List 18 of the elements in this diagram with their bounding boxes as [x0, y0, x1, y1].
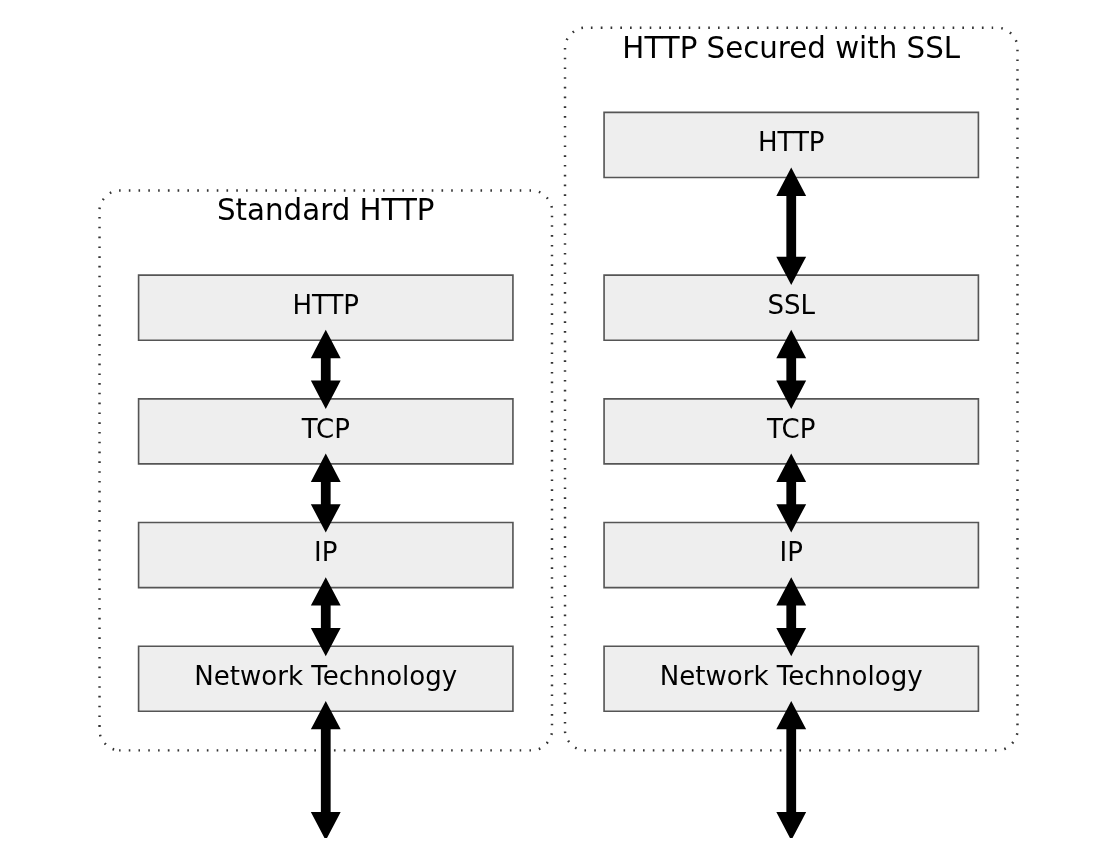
- arrow: [776, 329, 807, 409]
- node-box: SSL: [603, 274, 980, 342]
- node-box: IP: [603, 521, 980, 589]
- node-box: Network Technology: [137, 645, 514, 713]
- arrow: [310, 453, 341, 533]
- arrow: [310, 577, 341, 657]
- node-box: Network Technology: [603, 645, 980, 713]
- arrow: [776, 453, 807, 533]
- node-box: TCP: [137, 398, 514, 465]
- arrow: [776, 577, 807, 657]
- node-box: IP: [137, 521, 514, 589]
- arrow: [310, 700, 341, 838]
- arrow: [776, 167, 807, 286]
- arrow: [310, 329, 341, 409]
- node-box: HTTP: [137, 274, 514, 342]
- node-box: HTTP: [603, 111, 980, 179]
- node-box: TCP: [603, 398, 980, 465]
- arrow: [776, 700, 807, 838]
